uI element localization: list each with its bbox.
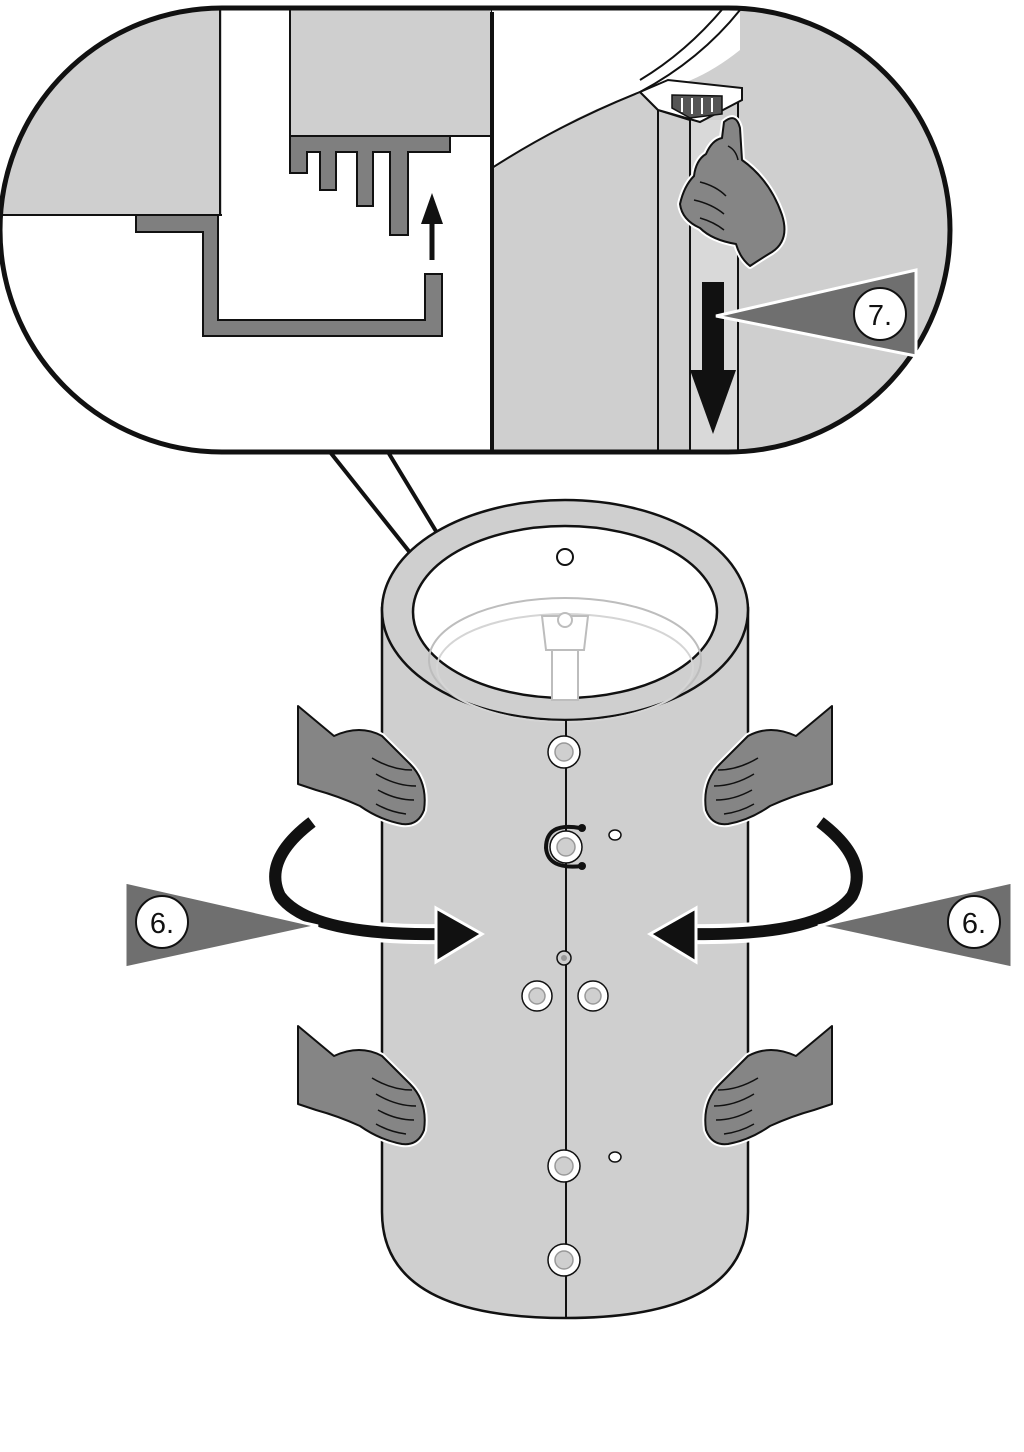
clip-detail-panel <box>492 8 950 452</box>
hand-upper-right-icon <box>702 703 835 828</box>
hand-upper-left-icon <box>295 703 428 828</box>
thumb-hand-icon <box>677 115 788 269</box>
u-channel-shape <box>135 214 443 337</box>
seam-fitting-1 <box>547 735 581 769</box>
seam-fitting-lower <box>547 1149 581 1183</box>
step-6-callout-left: 6. <box>123 880 319 970</box>
seam-fitting-clip <box>543 824 586 870</box>
rotate-arrow-left-icon <box>265 812 485 965</box>
seam-small-bolt <box>556 950 572 966</box>
hook-teeth-shape <box>289 135 451 236</box>
seam-fitting-right <box>577 980 609 1012</box>
seam-fitting-bottom <box>547 1243 581 1277</box>
center-spindle <box>540 612 590 701</box>
rotate-arrow-right-icon <box>647 812 867 965</box>
drum-cylinder <box>380 498 750 1320</box>
seam-clip-part <box>638 78 743 124</box>
hand-lower-right-icon <box>702 1023 835 1148</box>
up-arrow-icon <box>421 193 443 260</box>
down-arrow-icon <box>690 282 736 434</box>
hand-lower-left-icon <box>295 1023 428 1148</box>
seam-fitting-left <box>521 980 553 1012</box>
detail-magnifier-bubble <box>0 5 953 720</box>
step-7-callout: 7. <box>715 268 918 358</box>
step-6-callout-right: 6. <box>817 880 1014 970</box>
step-7-label: 7. <box>868 300 892 332</box>
step-6-right-label: 6. <box>962 908 986 940</box>
step-6-left-label: 6. <box>150 908 174 940</box>
